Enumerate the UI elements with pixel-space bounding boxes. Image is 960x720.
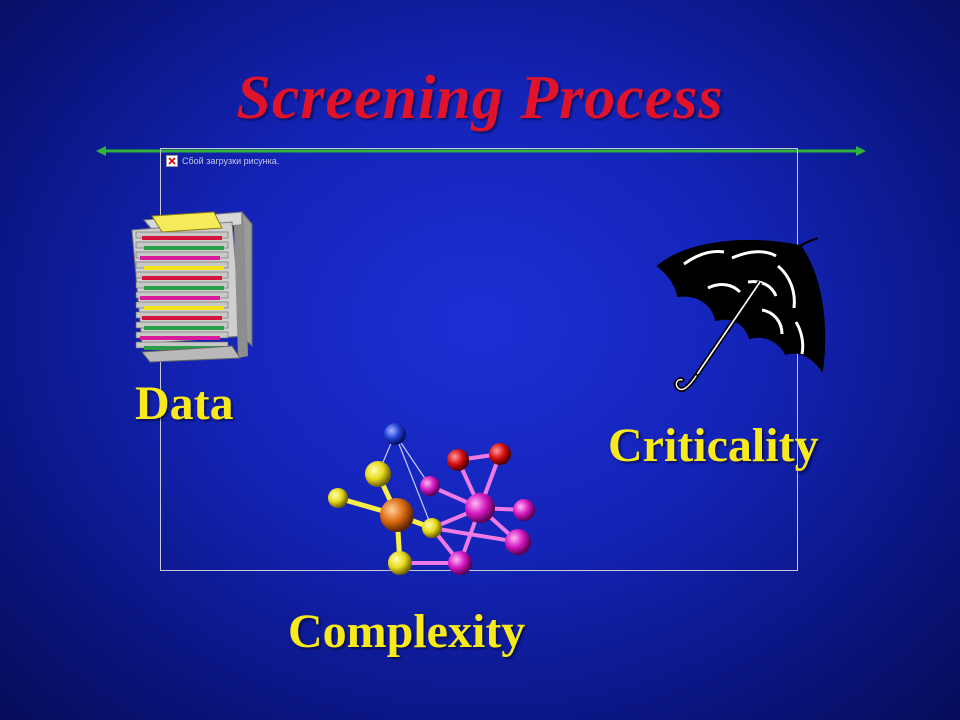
broken-image-notice: Сбой загрузки рисунка. [166, 152, 279, 170]
slide-title: Screening Process [236, 64, 724, 132]
data-label: Data [135, 377, 234, 430]
document-stack-icon [131, 210, 254, 363]
broken-image-caption: Сбой загрузки рисунка. [182, 156, 280, 166]
horizontal-rule-arrow [96, 146, 866, 156]
criticality-label: Criticality [608, 419, 819, 472]
molecule-icon [328, 423, 535, 575]
umbrella-icon [656, 237, 826, 392]
complexity-label: Complexity [288, 605, 526, 658]
broken-image-icon [166, 155, 178, 167]
